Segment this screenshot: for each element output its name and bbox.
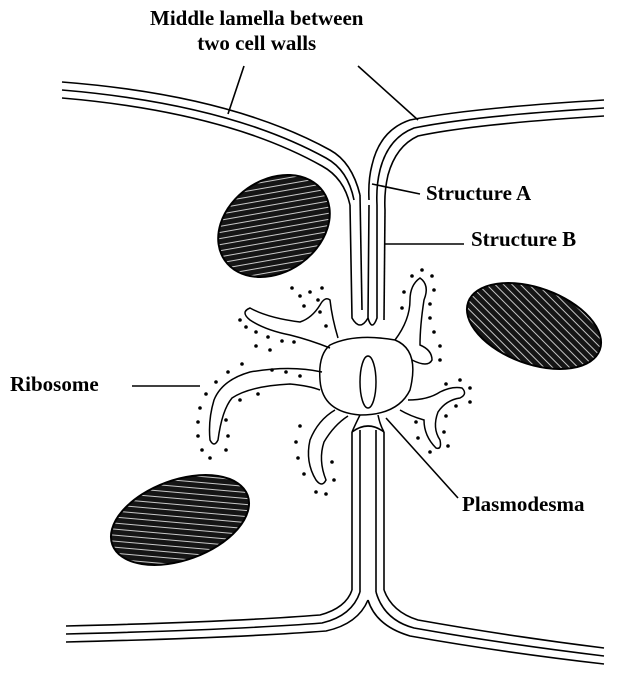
bottom-cell-wall-left: [66, 590, 368, 642]
upper-wall-channel: [350, 195, 385, 325]
middle-lamella-label: Middle lamella between two cell walls: [150, 6, 363, 56]
structure-a-label: Structure A: [426, 181, 531, 206]
ribosome-dots: [196, 268, 472, 496]
organelle-lower-left: [99, 458, 262, 582]
lower-wall-channel: [352, 426, 384, 592]
leader-structure-a: [372, 184, 420, 194]
organelle-upper-left: [198, 154, 349, 298]
organelle-right: [455, 266, 613, 385]
middle-lamella-label-line2: two cell walls: [150, 31, 363, 56]
leader-lines: [132, 66, 464, 498]
middle-lamella-label-line1: Middle lamella between: [150, 6, 363, 31]
ribosome-label: Ribosome: [10, 372, 99, 397]
leader-middle-lamella-right: [358, 66, 418, 120]
bottom-cell-wall-right: [368, 590, 604, 664]
plasmodesma-strands: [210, 278, 465, 484]
plasmodesma-label: Plasmodesma: [462, 492, 585, 517]
leader-middle-lamella-left: [228, 66, 244, 114]
structure-b-label: Structure B: [471, 227, 576, 252]
leader-plasmodesma: [386, 418, 458, 498]
